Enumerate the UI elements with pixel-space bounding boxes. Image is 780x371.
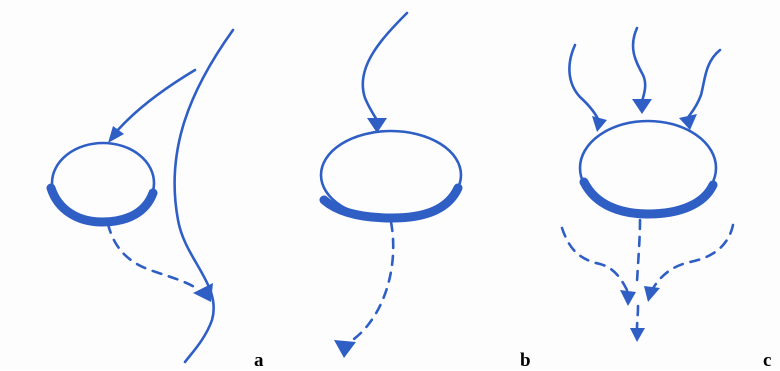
panel-b-thick-base bbox=[324, 188, 458, 218]
panel-c-left-input-line bbox=[569, 45, 598, 119]
panel-c-middle-dashed-outflow bbox=[637, 220, 640, 282]
panel-label-a: a bbox=[254, 351, 264, 370]
panel-a-incoming-arrowhead bbox=[108, 126, 124, 143]
panel-a-outflow-arrowhead bbox=[193, 283, 213, 302]
panel-a-thick-base bbox=[51, 188, 153, 222]
panel-c-right-input-line bbox=[689, 50, 720, 116]
panel-c-right-merge-arrowhead bbox=[644, 286, 660, 302]
panel-c-left-dashed-outflow bbox=[562, 228, 628, 292]
panel-c-drawing bbox=[562, 28, 733, 342]
panel-c-left-merge-arrowhead bbox=[620, 290, 636, 306]
panel-c-middle-input-line bbox=[633, 28, 645, 102]
panel-c-final-arrowhead bbox=[630, 328, 645, 342]
panel-b-dashed-outflow bbox=[348, 222, 393, 343]
panel-a-boundary-curve bbox=[175, 30, 233, 362]
panel-c-final-dashed-outflow bbox=[637, 306, 638, 328]
panel-c-thick-base bbox=[584, 182, 713, 214]
panel-c-middle-input-arrowhead bbox=[632, 99, 652, 114]
panel-b-incoming-arrow-line bbox=[363, 13, 407, 122]
panel-c-left-input-arrowhead bbox=[592, 116, 607, 132]
panel-b-outflow-arrowhead bbox=[334, 340, 356, 358]
panel-b-drawing bbox=[321, 13, 461, 358]
panel-label-c: c bbox=[763, 351, 771, 370]
panel-a-drawing bbox=[51, 30, 233, 362]
panel-label-b: b bbox=[520, 351, 531, 370]
panel-c-right-dashed-outflow bbox=[652, 225, 733, 290]
